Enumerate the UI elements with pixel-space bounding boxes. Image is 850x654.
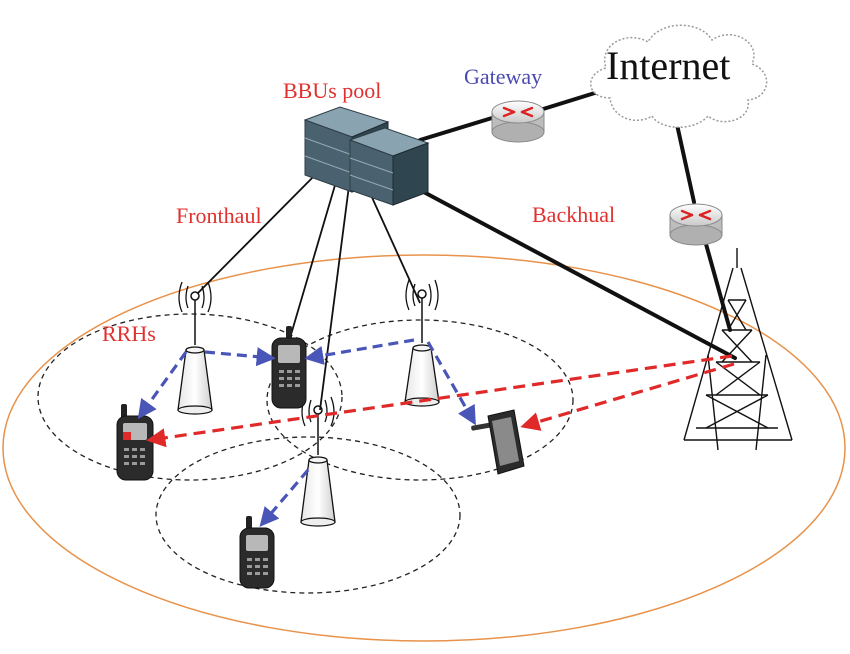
rrhs-label: RRHs (102, 321, 156, 346)
cell-bottom (155, 436, 461, 594)
antenna-rrh-icon (177, 279, 440, 527)
coverage-area (2, 254, 846, 642)
phone-bottom (239, 516, 275, 589)
rrh-bottom (300, 396, 336, 527)
internet-cloud-icon (589, 24, 768, 128)
cell-left (37, 313, 343, 481)
fronthaul-links (197, 167, 421, 411)
backhaul-label: Backhual (532, 202, 616, 227)
backhaul-links (403, 90, 737, 360)
mobile-phone-icon (116, 326, 307, 589)
gateway-router-icon (491, 100, 545, 143)
fronthaul-label: Fronthaul (176, 203, 262, 228)
server-right (348, 127, 430, 206)
bbu-server-icon (303, 106, 430, 206)
macro-tower-icon (683, 248, 793, 451)
backhaul-router-icon (669, 203, 723, 246)
rrh-top-left (177, 281, 213, 415)
tablet-icon (471, 409, 525, 475)
gateway-label: Gateway (464, 64, 543, 89)
small-cells (37, 313, 574, 594)
phone-center (271, 326, 307, 409)
rrh-top-right (404, 279, 440, 407)
internet-label: Internet (606, 43, 731, 88)
bbu-pool-label: BBUs pool (283, 78, 382, 103)
rrh-links (137, 338, 476, 527)
phone-left (116, 404, 154, 481)
cell-right (266, 319, 574, 481)
macro-links (146, 354, 735, 448)
